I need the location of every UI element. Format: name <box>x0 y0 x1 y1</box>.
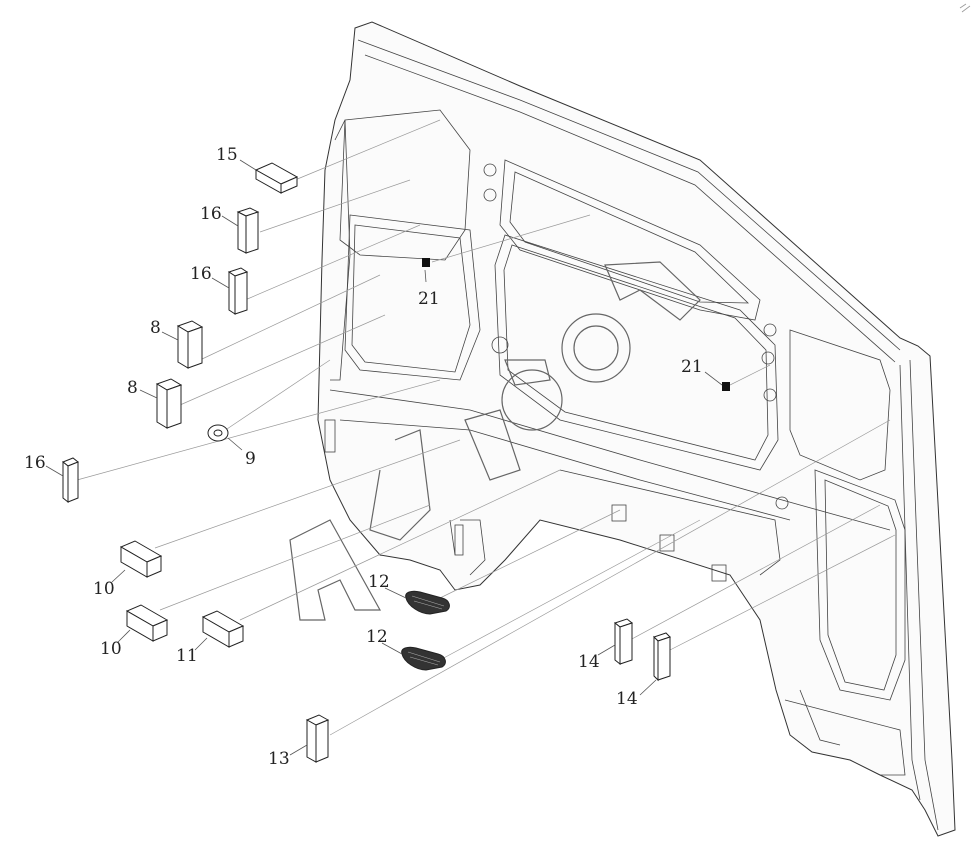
callout-13: 13 <box>268 749 290 769</box>
callout-12: 12 <box>366 627 388 647</box>
part-13-foam-block <box>305 714 330 763</box>
callout-21: 21 <box>681 357 703 377</box>
part-21-clip-b <box>722 382 730 391</box>
part-8-foam-block-a <box>176 320 204 369</box>
part-15-foam-block <box>254 162 299 194</box>
callout-8: 8 <box>127 378 138 398</box>
leader-lines <box>76 119 896 736</box>
part-8-foam-block-b <box>155 378 183 429</box>
callout-8: 8 <box>150 318 161 338</box>
part-16-foam-block-c <box>62 457 79 504</box>
callout-14: 14 <box>578 652 600 672</box>
callout-16: 16 <box>24 453 46 473</box>
callout-16: 16 <box>190 264 212 284</box>
callout-ticks <box>45 159 723 756</box>
part-21-clip-a <box>422 258 430 267</box>
part-14-foam-block-b <box>653 632 671 682</box>
part-10-foam-block-b <box>125 604 169 642</box>
callout-16: 16 <box>200 204 222 224</box>
part-14-foam-block-a <box>613 618 634 666</box>
callout-21: 21 <box>418 289 440 309</box>
part-16-foam-block-b <box>227 267 249 315</box>
callout-10: 10 <box>100 639 122 659</box>
callout-12: 12 <box>368 572 390 592</box>
callout-10: 10 <box>93 579 115 599</box>
part-10-foam-block-a <box>119 540 163 578</box>
callout-15: 15 <box>216 145 238 165</box>
callout-11: 11 <box>176 646 198 666</box>
part-12-vent-grille-b <box>401 646 446 671</box>
corner-mark <box>959 3 971 13</box>
part-11-foam-block <box>201 610 245 648</box>
part-16-foam-block-a <box>236 207 260 254</box>
part-12-vent-grille-a <box>405 590 450 615</box>
watermark-outline <box>289 261 701 621</box>
part-9-grommet <box>207 424 229 442</box>
callout-14: 14 <box>616 689 638 709</box>
callout-9: 9 <box>245 449 256 469</box>
side-panel <box>317 21 956 837</box>
